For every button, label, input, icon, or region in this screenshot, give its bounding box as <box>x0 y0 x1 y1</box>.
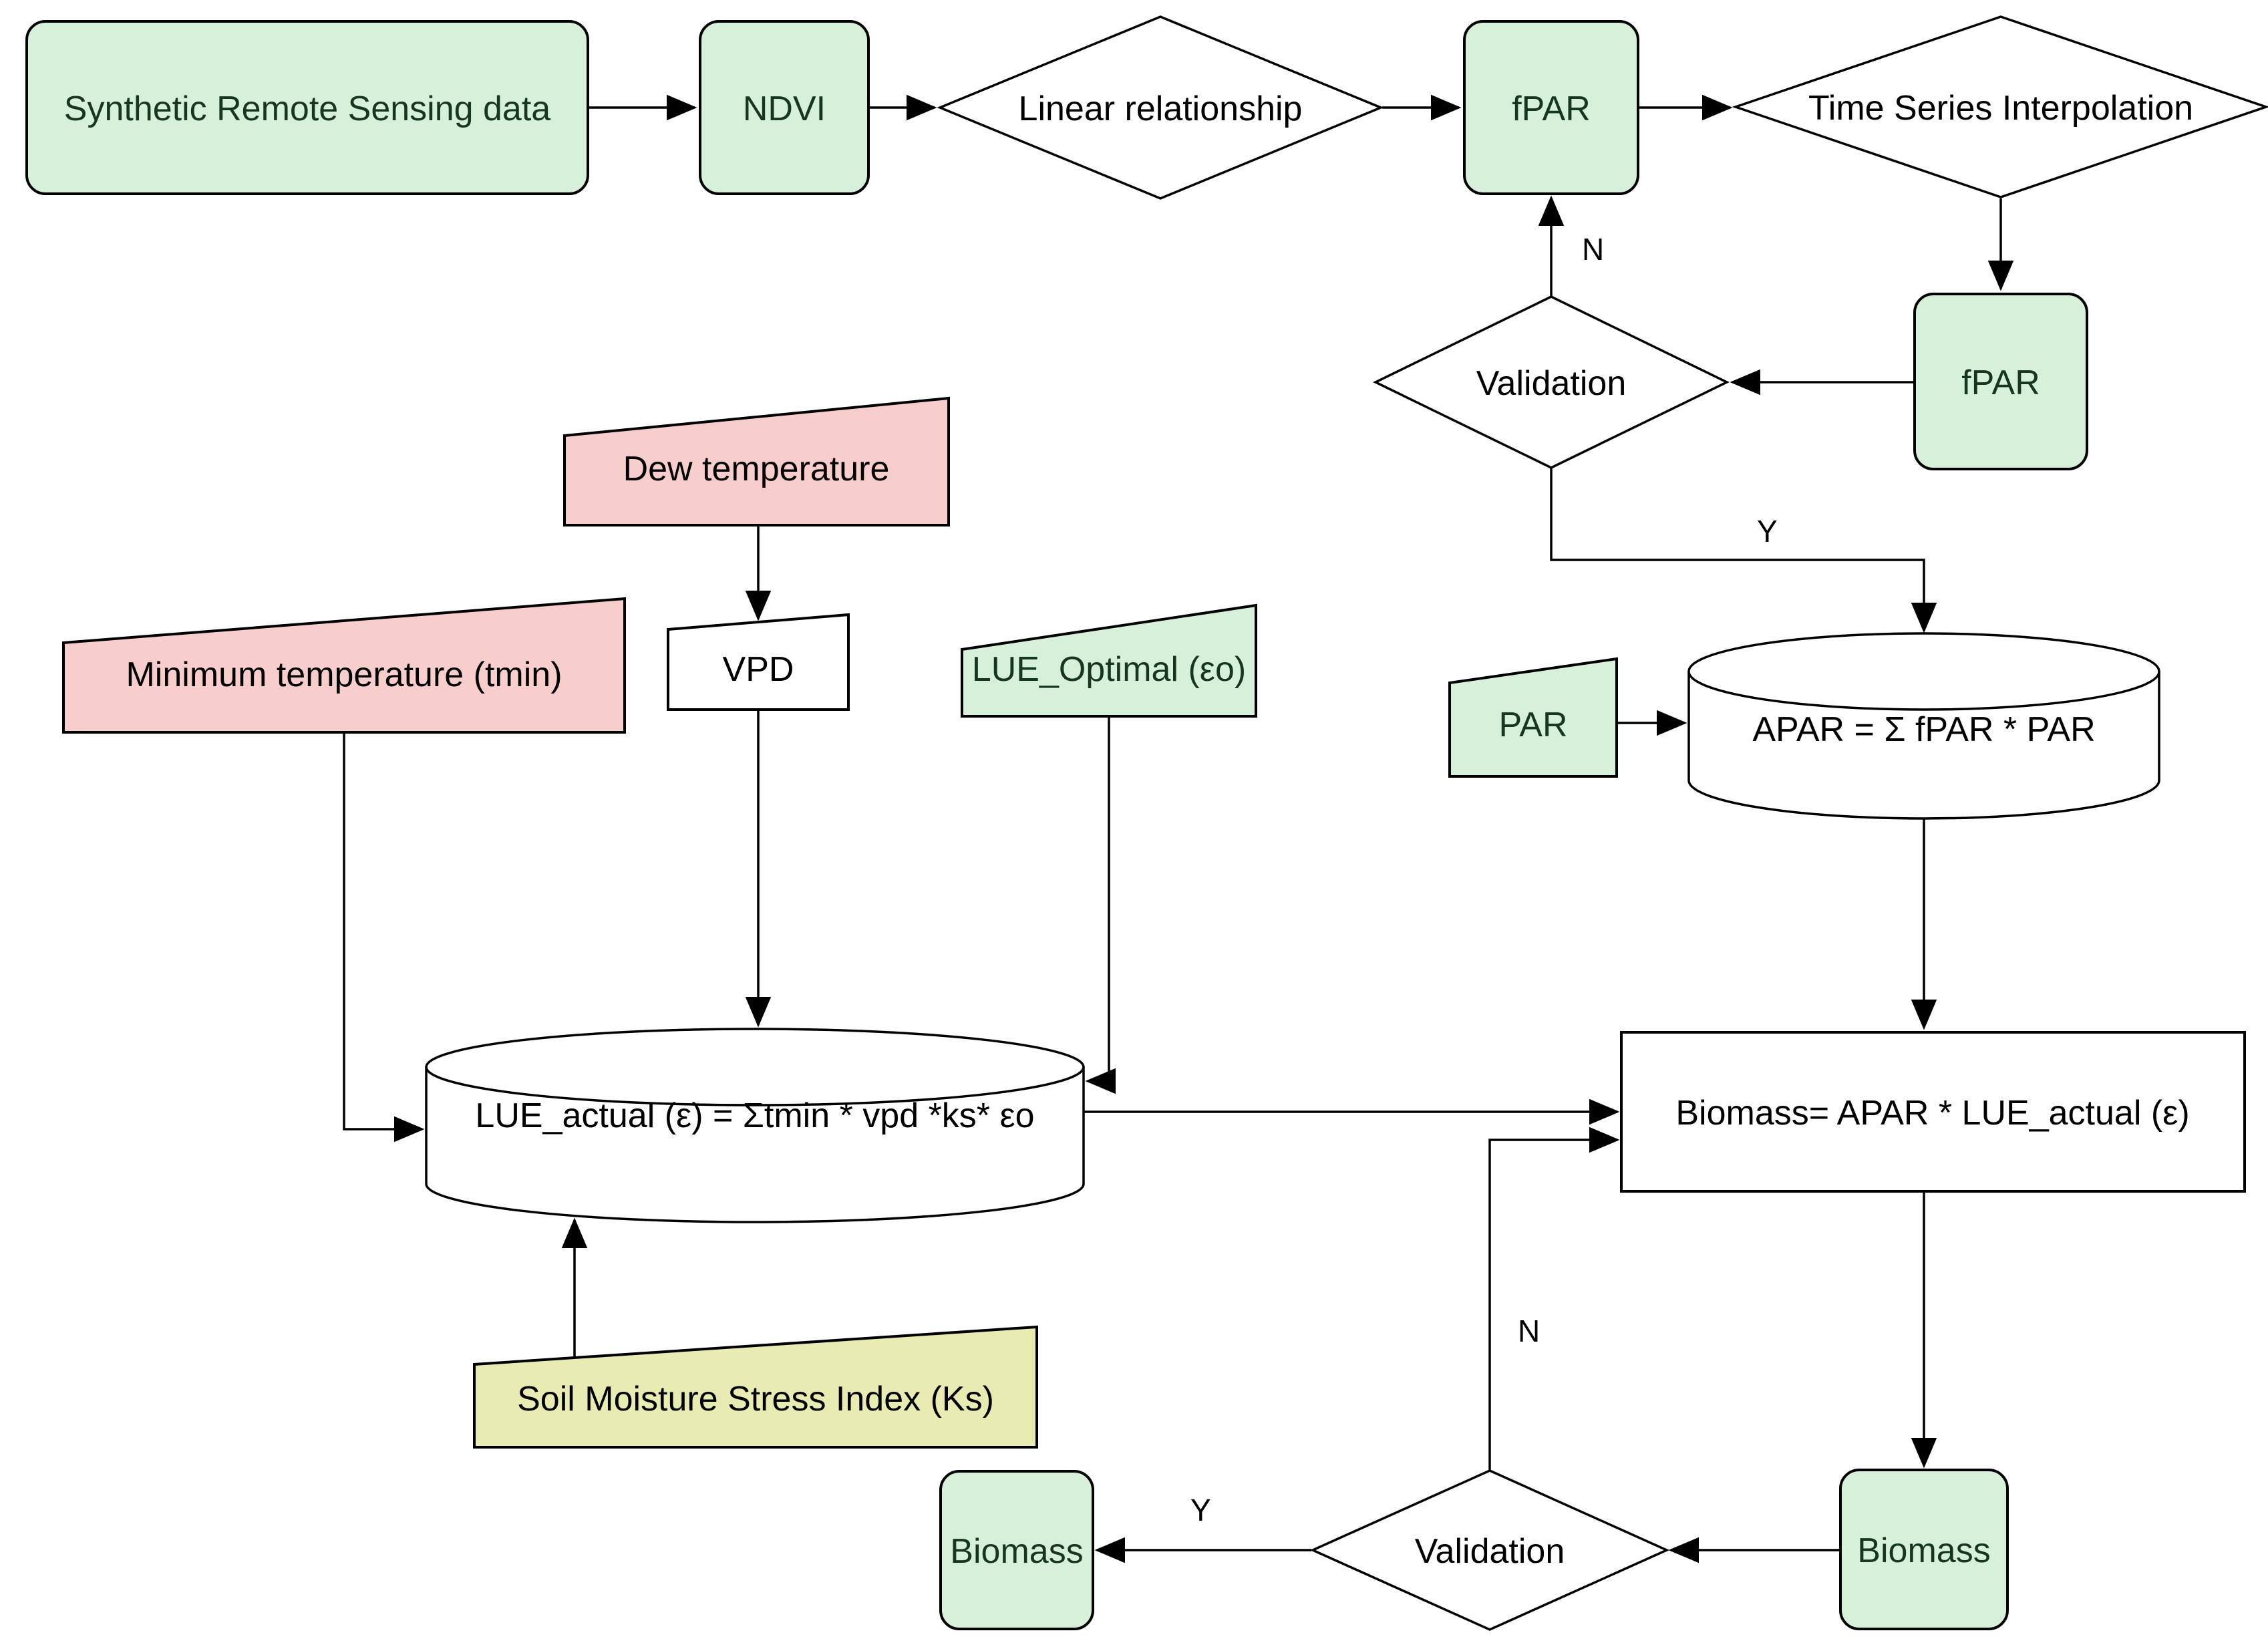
node-dew-temperature: Dew temperature <box>563 396 950 527</box>
label-validation1-yes: Y <box>1757 514 1778 549</box>
node-fpar-2: fPAR <box>1913 293 2088 470</box>
node-time-series-interpolation: Time Series Interpolation <box>1732 15 2268 198</box>
node-validation-1-label: Validation <box>1476 364 1627 403</box>
node-biomass-left-label: Biomass <box>950 1532 1083 1571</box>
node-fpar-1-label: fPAR <box>1512 90 1591 128</box>
node-synthetic-remote-sensing-data-label: Synthetic Remote Sensing data <box>64 90 551 128</box>
node-lue-actual-cylinder: LUE_actual (ε) = Σtmin * vpd *ks* εo <box>425 1028 1085 1223</box>
node-validation-2-label: Validation <box>1415 1532 1565 1571</box>
node-vpd-label: VPD <box>723 650 794 689</box>
node-par-label: PAR <box>1498 706 1567 744</box>
node-lue-optimal: LUE_Optimal (εo) <box>961 603 1257 718</box>
node-soil-moisture-stress-index: Soil Moisture Stress Index (Ks) <box>473 1325 1038 1449</box>
node-dew-temperature-label: Dew temperature <box>623 450 890 488</box>
node-vpd: VPD <box>667 613 850 711</box>
node-ndvi-label: NDVI <box>743 90 826 128</box>
node-biomass-right: Biomass <box>1839 1469 2009 1630</box>
node-soil-moisture-stress-index-label: Soil Moisture Stress Index (Ks) <box>517 1380 994 1418</box>
node-ndvi: NDVI <box>699 20 870 195</box>
node-biomass-equation: Biomass= APAR * LUE_actual (ε) <box>1620 1031 2246 1193</box>
edge-min-temp-lue-actual <box>343 734 425 1143</box>
label-validation2-yes: Y <box>1190 1493 1211 1527</box>
node-apar-cylinder-label: APAR = Σ fPAR * PAR <box>1752 710 2095 749</box>
node-lue-actual-cylinder-label: LUE_actual (ε) = Σtmin * vpd *ks* εo <box>475 1096 1034 1135</box>
node-fpar-2-label: fPAR <box>1961 363 2040 402</box>
node-linear-relationship: Linear relationship <box>937 15 1384 200</box>
node-biomass-left: Biomass <box>939 1470 1094 1630</box>
node-minimum-temperature: Minimum temperature (tmin) <box>62 597 626 734</box>
edge-validation1-yes-apar <box>1550 468 1937 633</box>
node-synthetic-remote-sensing-data: Synthetic Remote Sensing data <box>25 20 589 195</box>
node-validation-2: Validation <box>1309 1469 1670 1631</box>
node-linear-relationship-label: Linear relationship <box>1019 90 1303 128</box>
node-apar-cylinder: APAR = Σ fPAR * PAR <box>1687 632 2160 820</box>
node-minimum-temperature-label: Minimum temperature (tmin) <box>126 655 562 694</box>
node-par: PAR <box>1448 657 1618 778</box>
node-biomass-equation-label: Biomass= APAR * LUE_actual (ε) <box>1675 1094 2189 1133</box>
node-lue-optimal-label: LUE_Optimal (εo) <box>972 650 1246 689</box>
node-biomass-right-label: Biomass <box>1857 1531 1990 1570</box>
label-validation2-no: N <box>1518 1314 1540 1348</box>
node-time-series-interpolation-label: Time Series Interpolation <box>1808 89 2193 128</box>
edge-validation2-no-biomass-eq <box>1488 1127 1620 1471</box>
edge-lue-optimal-lue-actual <box>1085 718 1116 1094</box>
node-validation-1: Validation <box>1373 295 1730 469</box>
node-fpar-1: fPAR <box>1463 20 1639 195</box>
label-validation1-no: N <box>1582 232 1604 267</box>
edges <box>343 94 2014 1563</box>
